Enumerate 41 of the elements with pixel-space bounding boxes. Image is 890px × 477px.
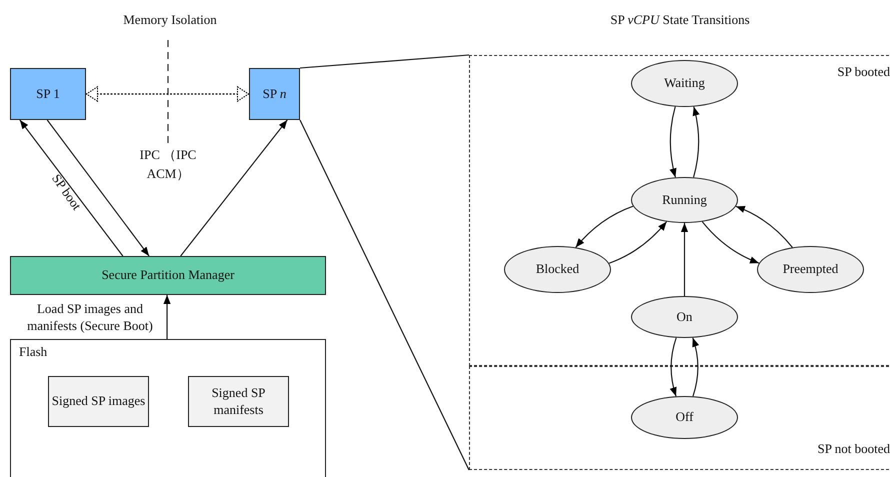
arrow	[692, 106, 700, 178]
flash-container	[10, 339, 326, 477]
channel-label: IPC （IPC ACM）	[138, 146, 198, 183]
arrow	[575, 206, 634, 248]
arrow	[670, 106, 677, 178]
node-label: SP 1	[36, 86, 60, 102]
partition-box	[10, 68, 86, 120]
arrow	[163, 295, 171, 339]
arrow	[692, 338, 699, 396]
arrow	[46, 120, 150, 256]
node-label: Blocked	[536, 261, 580, 278]
zoom-line	[300, 54, 470, 69]
node-label: Running	[662, 192, 707, 208]
state-region	[469, 55, 890, 366]
arrow	[608, 221, 668, 264]
node-label: SP n	[262, 86, 286, 102]
node-label: Off	[676, 409, 694, 426]
node-label: Preempted	[782, 261, 838, 278]
manager-box	[10, 256, 326, 295]
file-box	[48, 376, 149, 427]
node-label: Signed SP manifests	[210, 385, 266, 418]
arrow	[702, 221, 760, 264]
node-label: Secure Partition Manager	[102, 267, 234, 284]
arrow	[736, 206, 793, 248]
container-title: Flash	[19, 344, 48, 360]
arrow	[180, 120, 288, 256]
double-arrow	[86, 86, 249, 102]
region-label: SP booted	[837, 64, 890, 80]
file-box	[188, 376, 289, 427]
node-label: Signed SP images	[52, 393, 146, 410]
arrow	[19, 120, 124, 256]
arrow	[670, 338, 677, 396]
zoom-line	[300, 120, 470, 470]
section-title: SP vCPU State Transitions	[610, 12, 750, 28]
arrow	[680, 223, 688, 296]
state-region	[469, 366, 890, 470]
region-label: SP not booted	[818, 440, 890, 457]
node-label: On	[676, 308, 692, 326]
partition-box	[249, 68, 300, 120]
node-label: Waiting	[664, 75, 705, 92]
section-title: Memory Isolation	[123, 12, 217, 28]
